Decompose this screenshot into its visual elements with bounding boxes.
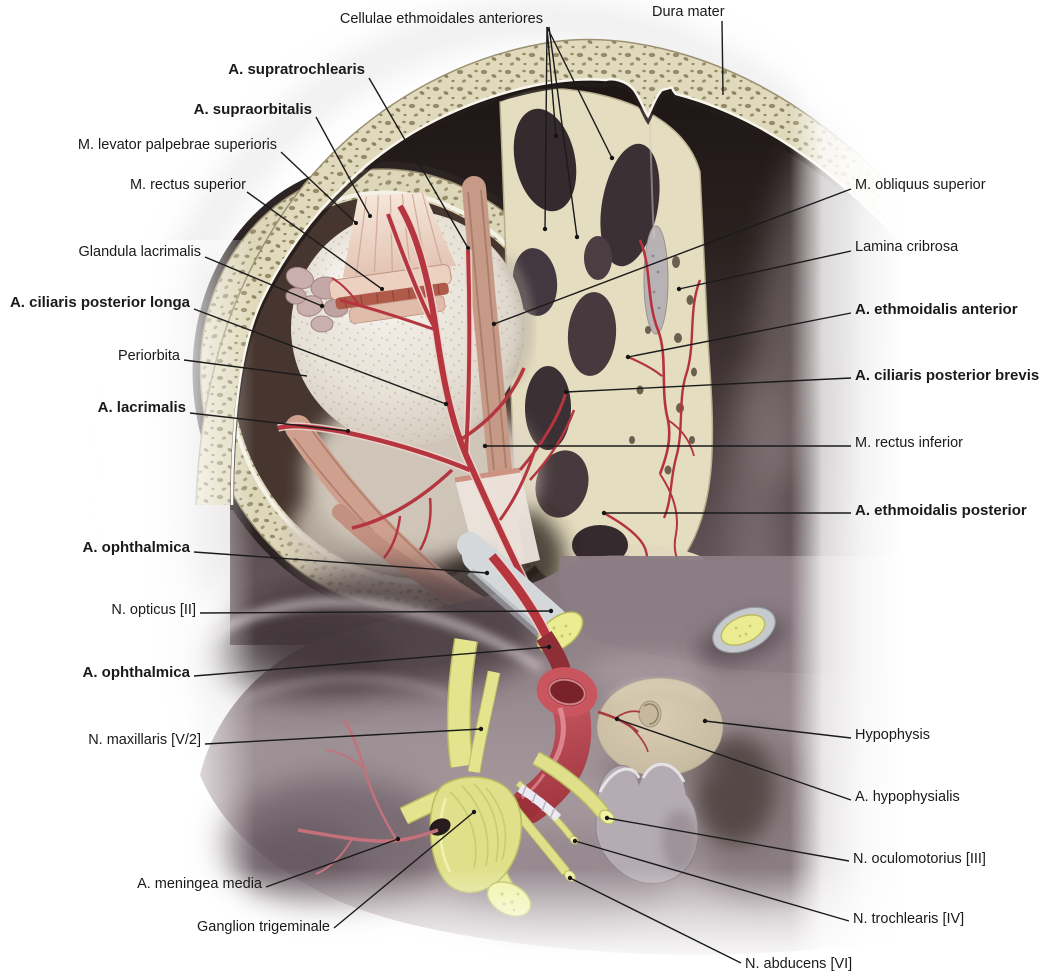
label-n-trochlearis: N. trochlearis [IV] bbox=[853, 911, 965, 927]
carotid-cut-lumen bbox=[536, 667, 598, 717]
optic-nerve-right-stump bbox=[697, 606, 787, 664]
label-a-ophthalmica-lower: A. ophthalmica bbox=[82, 664, 190, 681]
label-glandula-lacrimalis: Glandula lacrimalis bbox=[78, 244, 202, 260]
label-cellulae-ethmoidales-anteriores: Cellulae ethmoidales anteriores bbox=[339, 11, 543, 27]
label-n-oculomotorius: N. oculomotorius [III] bbox=[853, 851, 986, 867]
ophthalmic-division-v1 bbox=[448, 638, 477, 768]
label-a-ethmoidalis-anterior: A. ethmoidalis anterior bbox=[855, 301, 1018, 318]
label-a-ciliaris-posterior-brevis: A. ciliaris posterior brevis bbox=[855, 367, 1040, 384]
label-lamina-cribrosa: Lamina cribrosa bbox=[855, 239, 959, 255]
label-a-ophthalmica-upper: A. ophthalmica bbox=[82, 539, 190, 556]
label-m-levator-palpebrae-superioris: M. levator palpebrae superioris bbox=[77, 137, 277, 153]
label-periorbita: Periorbita bbox=[117, 348, 180, 364]
label-m-rectus-inferior: M. rectus inferior bbox=[855, 435, 963, 451]
label-ganglion-trigeminale: Ganglion trigeminale bbox=[197, 919, 330, 935]
label-a-hypophysialis: A. hypophysialis bbox=[855, 789, 960, 805]
label-a-ciliaris-posterior-longa: A. ciliaris posterior longa bbox=[9, 294, 190, 311]
label-a-supraorbitalis: A. supraorbitalis bbox=[193, 101, 312, 118]
label-n-abducens: N. abducens [VI] bbox=[745, 956, 853, 972]
label-a-ethmoidalis-posterior: A. ethmoidalis posterior bbox=[855, 502, 1027, 519]
label-m-obliquus-superior: M. obliquus superior bbox=[855, 177, 986, 193]
label-a-meningea-media: A. meningea media bbox=[137, 876, 262, 892]
label-m-rectus-superior: M. rectus superior bbox=[129, 177, 246, 193]
label-n-opticus: N. opticus [II] bbox=[111, 602, 196, 618]
oculomotor-nerve bbox=[533, 752, 608, 817]
label-a-lacrimalis: A. lacrimalis bbox=[97, 399, 186, 416]
label-a-supratrochlearis: A. supratrochlearis bbox=[228, 61, 365, 78]
label-n-maxillaris: N. maxillaris [V/2] bbox=[88, 732, 201, 748]
label-hypophysis: Hypophysis bbox=[855, 727, 930, 743]
label-dura-mater: Dura mater bbox=[652, 4, 725, 20]
